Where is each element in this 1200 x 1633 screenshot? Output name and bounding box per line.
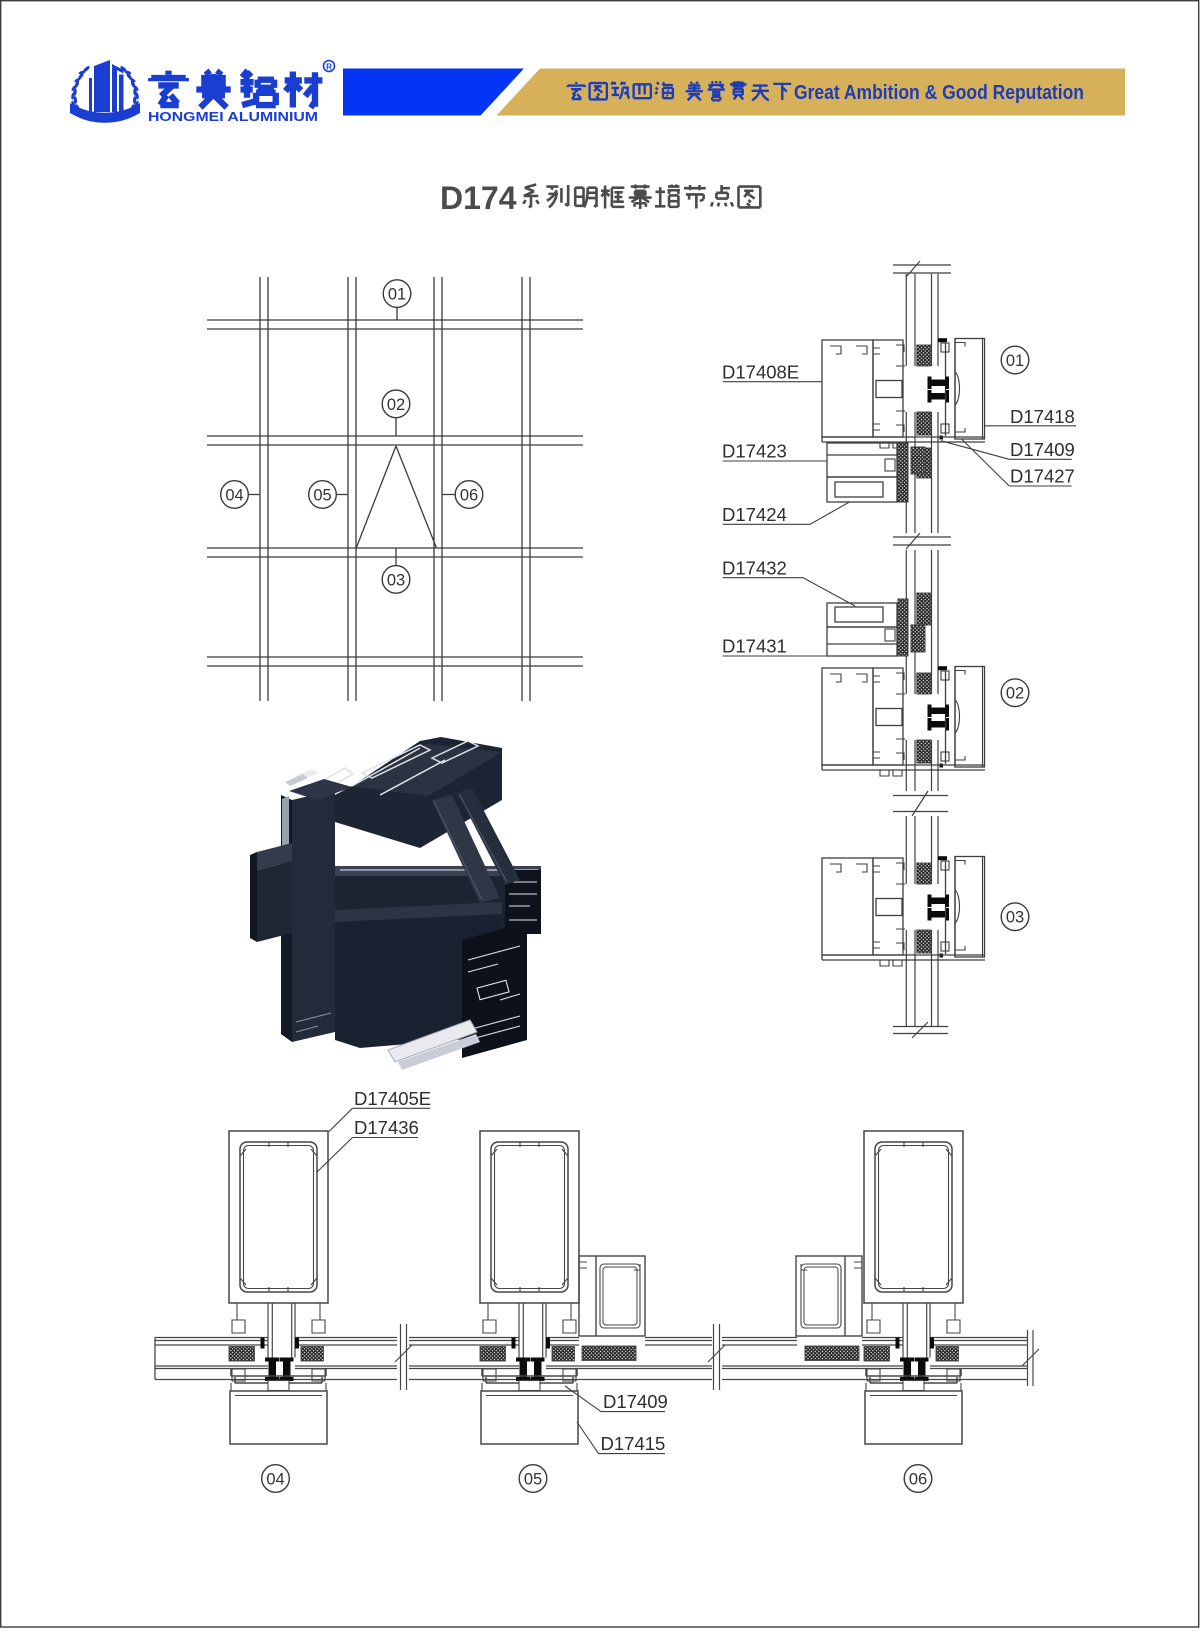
svg-text:D17418: D17418 <box>1010 406 1075 427</box>
svg-text:D17409: D17409 <box>603 1391 668 1412</box>
svg-text:Great Ambition & Good Reputati: Great Ambition & Good Reputation <box>794 82 1084 104</box>
svg-text:D174: D174 <box>440 180 517 216</box>
svg-text:06: 06 <box>460 487 478 505</box>
svg-text:05: 05 <box>524 1471 542 1489</box>
svg-text:D17423: D17423 <box>722 441 787 462</box>
svg-text:05: 05 <box>313 487 331 505</box>
svg-text:D17432: D17432 <box>722 557 787 578</box>
svg-text:03: 03 <box>1006 909 1024 927</box>
svg-text:04: 04 <box>266 1471 284 1489</box>
svg-text:02: 02 <box>387 396 405 414</box>
svg-text:D17431: D17431 <box>722 636 787 657</box>
svg-text:D17436: D17436 <box>354 1117 419 1138</box>
svg-text:01: 01 <box>1006 352 1024 370</box>
svg-text:D17415: D17415 <box>601 1433 666 1454</box>
svg-text:D17424: D17424 <box>722 504 787 525</box>
svg-text:D17405E: D17405E <box>354 1088 431 1109</box>
svg-text:HONGMEI ALUMINIUM: HONGMEI ALUMINIUM <box>148 109 318 124</box>
svg-text:03: 03 <box>387 571 405 589</box>
svg-text:04: 04 <box>225 487 243 505</box>
svg-text:06: 06 <box>909 1471 927 1489</box>
svg-text:D17427: D17427 <box>1010 466 1075 487</box>
svg-text:D17408E: D17408E <box>722 362 799 383</box>
svg-text:D17409: D17409 <box>1010 439 1075 460</box>
svg-text:R: R <box>326 63 332 72</box>
svg-text:02: 02 <box>1006 685 1024 703</box>
svg-text:01: 01 <box>388 286 406 304</box>
